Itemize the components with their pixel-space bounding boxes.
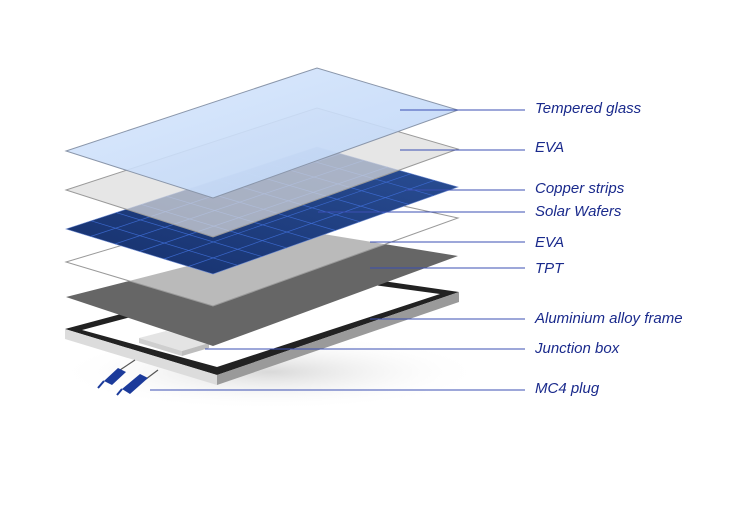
label-junction-box: Junction box xyxy=(535,340,620,357)
mc4-plug-left xyxy=(104,368,126,385)
cell-grid-row-4 xyxy=(163,173,412,260)
junction-box-side xyxy=(182,343,209,356)
label-eva-bottom: EVA xyxy=(535,234,565,251)
label-mc4-plug: MC4 plug xyxy=(535,380,600,397)
label-solar-wafers: Solar Wafers xyxy=(535,203,622,220)
mc4-plugs xyxy=(97,359,159,396)
label-aluminium-frame: Aluminium alloy frame xyxy=(535,310,683,327)
label-copper-strips: Copper strips xyxy=(535,180,625,197)
label-eva-top: EVA xyxy=(535,139,565,156)
junction-box xyxy=(139,331,209,356)
mc4-plug-right xyxy=(122,374,148,394)
junction-box-front xyxy=(139,338,182,356)
label-tpt: TPT xyxy=(535,260,564,277)
frame-right-side xyxy=(217,292,459,385)
cell-grid-row-5 xyxy=(188,180,435,267)
junction-box-top xyxy=(139,331,209,351)
tpt-layer xyxy=(66,233,458,346)
frame-left-side xyxy=(65,329,217,385)
label-tempered-glass: Tempered glass xyxy=(535,100,642,117)
leader-lines xyxy=(150,109,525,391)
